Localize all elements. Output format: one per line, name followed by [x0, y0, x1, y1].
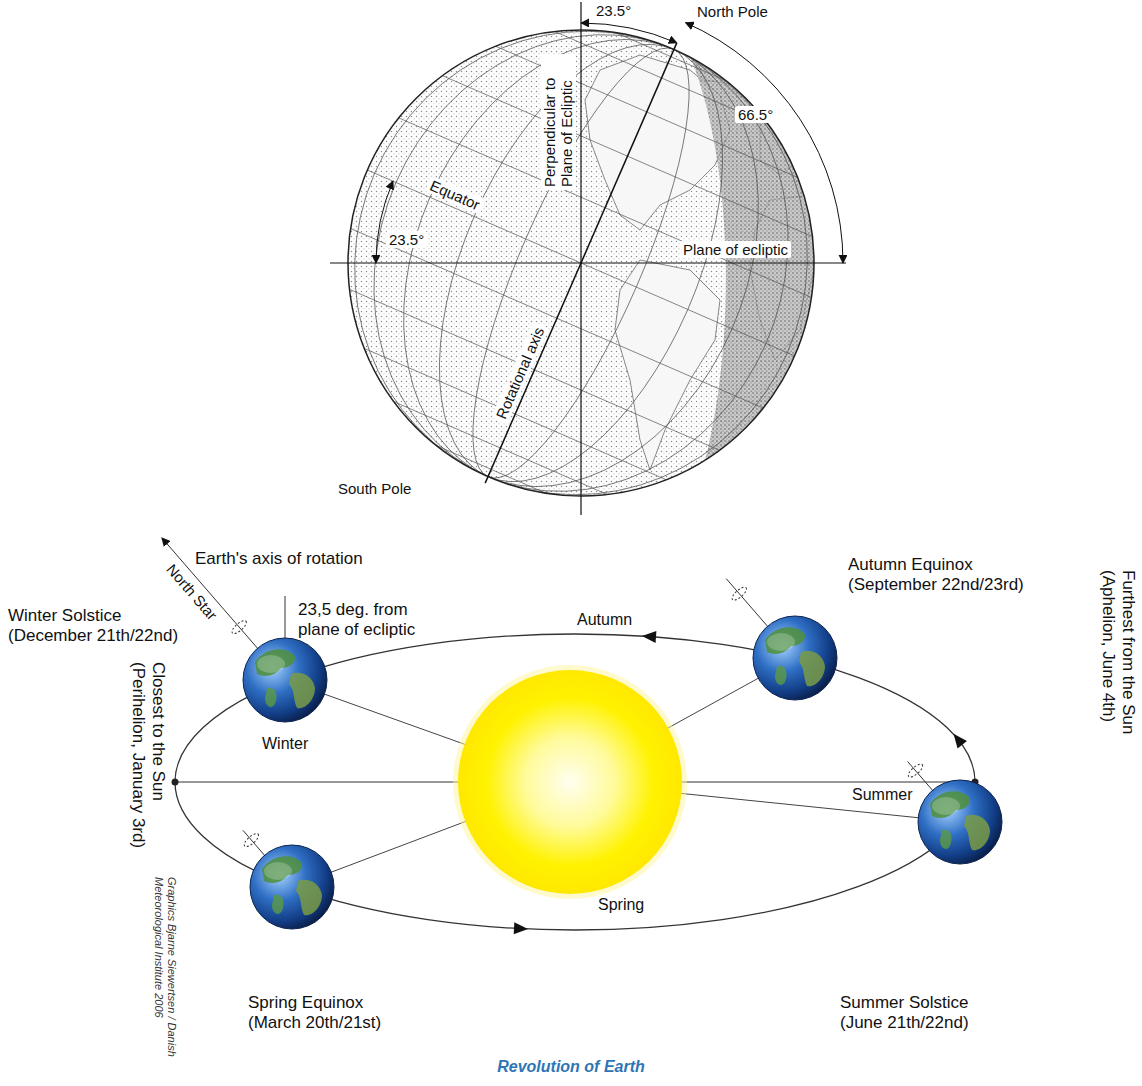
continent	[615, 260, 720, 470]
angle-arc	[376, 181, 393, 263]
perpendicular-line	[580, 2, 581, 515]
pole-label: South Pole	[338, 480, 411, 497]
globe-grid	[282, 0, 881, 566]
night-side	[672, 20, 830, 510]
season-point-label: Autumn Equinox (September 22nd/23rd)	[848, 555, 1038, 594]
orbit-arrow	[949, 730, 967, 748]
apsis-dot	[172, 779, 179, 786]
angle-arc	[581, 23, 677, 43]
axis-label: Earth's axis of rotation	[195, 549, 363, 569]
sun-glow	[453, 665, 687, 899]
angle-arc	[686, 23, 844, 263]
globe-surface	[282, 0, 881, 566]
axis-note: Perpendicular to Plane of Ecliptic	[541, 54, 576, 190]
vertical-reference-line	[285, 596, 286, 638]
season-point-label: Spring Equinox (March 20th/21st)	[248, 993, 398, 1032]
season-point-label: Winter Solstice (December 21th/22nd)	[8, 606, 198, 645]
rotation-ring	[230, 619, 248, 636]
meridian-line	[282, 0, 881, 566]
earth-globe	[753, 616, 837, 700]
season-label: Autumn	[577, 611, 632, 629]
star-label: North Star	[163, 561, 221, 624]
season-point-label: Summer Solstice (June 21th/22nd)	[840, 993, 990, 1032]
sun	[458, 670, 682, 894]
orbit-path	[175, 634, 975, 930]
globe-illustration	[282, 0, 881, 566]
earth-globe	[243, 638, 327, 722]
rotation-ring	[242, 832, 260, 849]
earth-globe	[918, 780, 1002, 864]
axis-label: Rotational axis	[491, 322, 548, 425]
angle-label: 66.5°	[735, 106, 776, 123]
earth-globe	[250, 845, 334, 929]
orbit-arrow	[514, 922, 529, 935]
ecliptic-line	[330, 262, 846, 263]
angle-note: 23,5 deg. from plane of ecliptic	[298, 600, 428, 639]
meridian-line	[303, 0, 859, 557]
pole-label: North Pole	[697, 3, 768, 20]
orbit-illustration	[162, 538, 1002, 935]
rotation-ring	[730, 585, 748, 602]
credit-note: Graphics Bjarne Siewertsen / Danish Mete…	[153, 877, 178, 1062]
meridian-line	[337, 0, 825, 542]
season-label: Summer	[852, 786, 912, 804]
angle-label: 23.5°	[386, 231, 427, 248]
angle-label: 23.5°	[596, 2, 631, 19]
season-label: Winter	[262, 735, 308, 753]
rotational-axis-line	[485, 43, 677, 483]
orbit-point-label: Closest to the Sun (Perihelion, January …	[129, 662, 168, 867]
plane-label: Plane of ecliptic	[680, 241, 791, 258]
rotation-ring	[906, 762, 924, 779]
circle-label: Equator	[425, 175, 486, 214]
orbit-arrow	[642, 630, 657, 643]
caption: Revolution of Earth	[0, 1058, 1142, 1076]
orbit-point-label: Furthest from the Sun (Aphelion, June 4t…	[1099, 570, 1138, 770]
season-label: Spring	[598, 896, 644, 914]
